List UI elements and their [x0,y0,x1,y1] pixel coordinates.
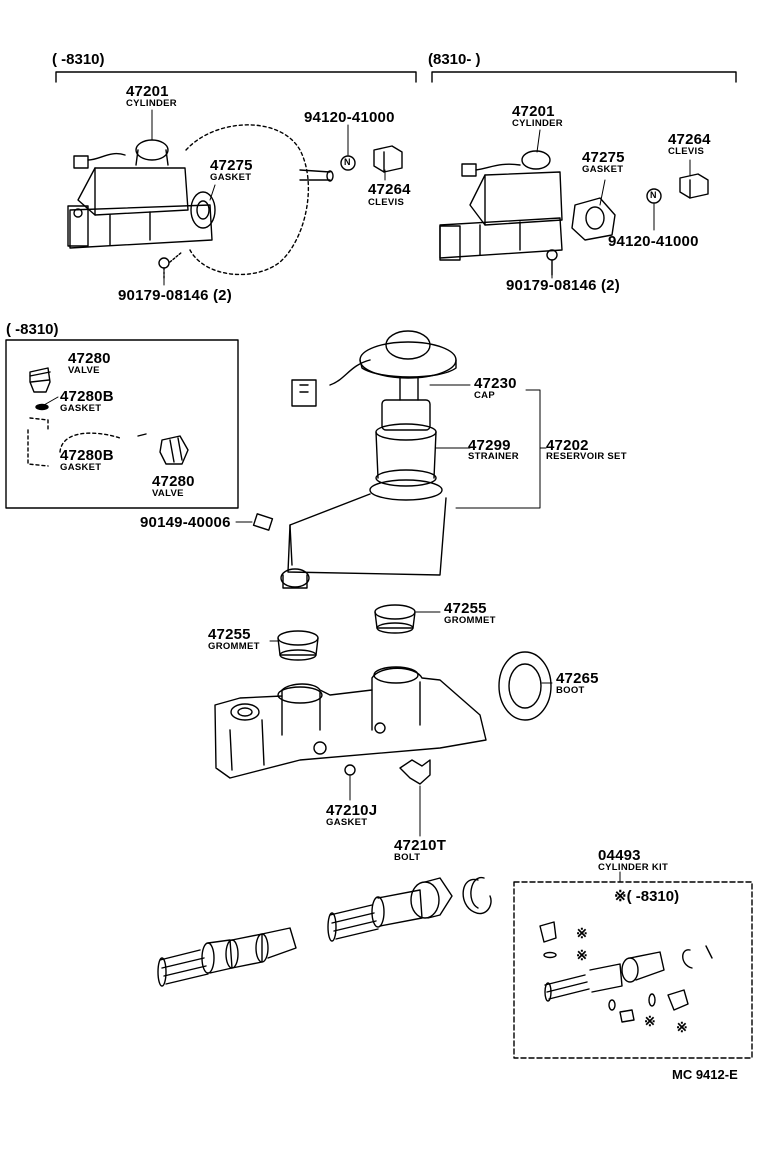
part-47210T-name: BOLT [394,852,421,863]
left-top-bracket [55,71,417,83]
part-47201-left-no: 47201 [126,83,169,100]
part-47265-no: 47265 [556,670,599,687]
part-47275-right-name: GASKET [582,164,624,175]
part-47230-no: 47230 [474,375,517,392]
boot-part [498,651,552,721]
part-47299-name: STRAINER [468,451,519,462]
part-47280B-top-name: GASKET [60,403,102,414]
part-94120-left-no: 94120-41000 [304,109,395,126]
part-47201-left-name: CYLINDER [126,98,177,109]
leader-lines [43,109,691,883]
right-top-bracket [431,71,737,83]
kit-box-frame [513,881,753,1059]
primary-piston [327,877,453,942]
part-47280-top-no: 47280 [68,350,111,367]
part-94120-right-no: 94120-41000 [608,233,699,250]
cylinder-right-sketch [439,150,616,276]
part-90149-no: 90149-40006 [140,514,231,531]
kit-mark-2: ※ [576,947,588,963]
part-47255-left-no: 47255 [208,626,251,643]
part-47280-bottom-no: 47280 [152,473,195,490]
part-47255-left-name: GROMMET [208,641,260,652]
reservoir-body [252,493,447,589]
part-47202-name: RESERVOIR SET [546,451,627,462]
right-top-range-header: (8310- ) [428,51,481,68]
part-47201-right-no: 47201 [512,103,555,120]
kit-mark-1: ※ [576,925,588,941]
kit-mark-4: ※ [676,1019,688,1035]
right-nut-and-clevis [646,173,709,204]
part-47264-right-no: 47264 [668,131,711,148]
part-47202-no: 47202 [546,437,589,454]
part-47280B-bottom-name: GASKET [60,462,102,473]
part-04493-no: 04493 [598,847,641,864]
part-47280B-top-no: 47280B [60,388,114,405]
part-47275-right-no: 47275 [582,149,625,166]
part-47280B-bottom-no: 47280B [60,447,114,464]
nut-left-letter: N [344,157,351,167]
cylinder-left-sketch [67,139,216,281]
part-47230-name: CAP [474,390,495,401]
reservoir-cap [291,330,457,407]
kit-range-header: ※( -8310) [614,888,680,905]
part-47210T-no: 47210T [394,837,447,854]
gasket-and-bolt [344,759,431,785]
part-47280-bottom-name: VALVE [152,488,184,499]
booster-left [185,124,334,276]
part-47280-top-name: VALVE [68,365,100,376]
valve-box-frame [5,339,239,509]
cylinder-body [214,666,487,779]
snap-ring [462,877,492,915]
part-47210J-name: GASKET [326,817,368,828]
part-90179-left-no: 90179-08146 (2) [118,287,232,304]
part-04493-name: CYLINDER KIT [598,862,669,873]
valve-box-range-header: ( -8310) [6,321,59,338]
part-47201-right-name: CYLINDER [512,118,563,129]
reservoir-neck [369,399,443,501]
kit-box-parts [539,921,713,1023]
part-47264-left-name: CLEVIS [368,197,405,208]
valve-box-parts [27,367,189,467]
part-47275-left-name: GASKET [210,172,252,183]
part-47299-no: 47299 [468,437,511,454]
nut-right-letter: N [650,190,657,200]
diagram-code: MC 9412-E [672,1067,738,1082]
part-47255-right-name: GROMMET [444,615,496,626]
left-nut-and-clevis [340,145,403,173]
part-90179-right-no: 90179-08146 (2) [506,277,620,294]
part-47264-right-name: CLEVIS [668,146,705,157]
part-47275-left-no: 47275 [210,157,253,174]
secondary-piston [157,927,297,987]
kit-mark-3: ※ [644,1013,656,1029]
left-top-range-header: ( -8310) [52,51,105,68]
part-47210J-no: 47210J [326,802,378,819]
grommet-left [277,630,319,661]
grommet-right [374,604,416,634]
part-47264-left-no: 47264 [368,181,411,198]
part-47255-right-no: 47255 [444,600,487,617]
part-47265-name: BOOT [556,685,585,696]
